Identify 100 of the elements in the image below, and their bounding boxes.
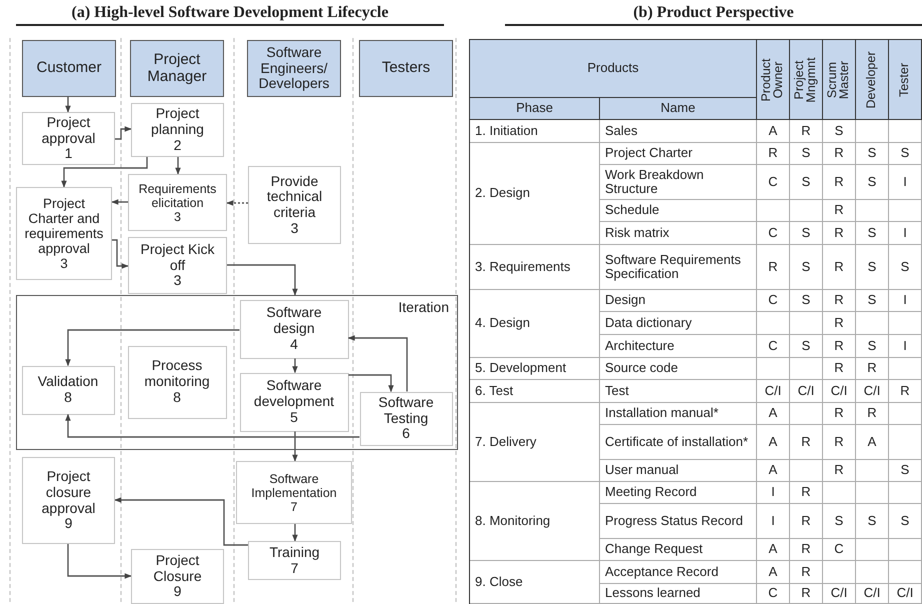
column-header: Product Owner xyxy=(758,57,786,104)
panel-title: (b) Product Perspective xyxy=(505,4,922,26)
raci-code: R xyxy=(823,425,856,460)
raci-code: A xyxy=(757,120,790,143)
process-box xyxy=(22,366,114,414)
process-box xyxy=(360,392,452,446)
raci-code: I xyxy=(889,335,922,358)
arrow xyxy=(114,497,248,546)
raci-code: C/I xyxy=(823,380,856,403)
raci-code: C/I xyxy=(889,584,922,604)
box-label: Requirements elicitation xyxy=(138,182,217,210)
column-header: Name xyxy=(600,98,757,120)
raci-code: S xyxy=(889,504,922,539)
step-number: 9 xyxy=(64,516,72,532)
raci-code: R xyxy=(823,165,856,200)
product-name: Acceptance Record xyxy=(600,561,757,584)
box-label: Testers xyxy=(382,60,430,77)
raci-code: R xyxy=(889,380,922,403)
process-box xyxy=(131,549,224,604)
process-box xyxy=(240,300,348,358)
arrow xyxy=(348,374,394,392)
box-label: Software Implementation xyxy=(250,472,338,500)
box-label: Project approval xyxy=(40,114,96,146)
raci-code: S xyxy=(823,504,856,539)
raci-code: S xyxy=(889,245,922,290)
raci-code: C xyxy=(757,165,790,200)
phase-label: 5. Development xyxy=(470,358,600,380)
process-box xyxy=(22,457,115,544)
raci-code: R xyxy=(823,358,856,380)
column-header: Scrum Master xyxy=(824,60,852,102)
raci-code: R xyxy=(823,460,856,482)
dashed-arrow xyxy=(226,200,248,206)
raci-code: S xyxy=(889,460,922,482)
box-label: Software development xyxy=(252,378,336,410)
box-label: Software Engineers/ Developers xyxy=(258,44,330,92)
product-name: Test xyxy=(600,380,757,403)
box-label: Project Charter and requirements approval xyxy=(24,196,104,256)
box-label: Project Kick off xyxy=(140,242,216,274)
raci-code: A xyxy=(757,539,790,561)
product-name: Work Breakdown Structure xyxy=(600,165,757,200)
raci-code: C/I xyxy=(823,584,856,604)
raci-code: I xyxy=(889,222,922,245)
raci-code: R xyxy=(790,425,823,460)
raci-code: C/I xyxy=(856,584,889,604)
product-name: Architecture xyxy=(600,335,757,358)
arrow xyxy=(61,157,148,188)
arrow xyxy=(65,329,240,366)
process-box xyxy=(240,372,348,432)
step-number: 3 xyxy=(174,273,182,289)
box-label: Provide technical criteria xyxy=(266,174,324,221)
step-number: 4 xyxy=(290,336,298,352)
box-label: Project Closure xyxy=(152,552,203,584)
raci-code: I xyxy=(757,504,790,539)
raci-code: S xyxy=(856,143,889,165)
phase-label: 8. Monitoring xyxy=(470,482,600,561)
step-number: 3 xyxy=(174,210,181,224)
raci-code: S xyxy=(790,143,823,165)
raci-code: C xyxy=(757,335,790,358)
raci-code: R xyxy=(790,539,823,561)
step-number: 7 xyxy=(290,500,298,514)
arrow xyxy=(227,264,298,296)
raci-code: I xyxy=(757,482,790,504)
raci-code: S xyxy=(856,222,889,245)
step-number: 1 xyxy=(64,146,72,162)
arrow xyxy=(292,358,298,374)
product-name: Schedule xyxy=(600,200,757,222)
step-number: 8 xyxy=(64,390,72,406)
product-name: Change Request xyxy=(600,539,757,561)
process-box xyxy=(128,237,227,294)
box-label: Validation xyxy=(38,374,98,390)
column-header: Tester xyxy=(896,62,912,100)
frame-label: Iteration xyxy=(398,300,449,316)
phase-label: 1. Initiation xyxy=(470,120,600,143)
raci-code: S xyxy=(790,335,823,358)
raci-code: A xyxy=(757,561,790,584)
raci-code: A xyxy=(757,403,790,425)
raci-code: C xyxy=(757,222,790,245)
product-name: Data dictionary xyxy=(600,312,757,335)
box-label: Software design xyxy=(265,305,323,337)
arrow xyxy=(112,239,129,269)
raci-code: S xyxy=(856,290,889,312)
process-box xyxy=(128,346,226,418)
box-label: Project Manager xyxy=(146,52,208,86)
step-number: 3 xyxy=(60,256,68,272)
raci-code: I xyxy=(889,165,922,200)
arrow xyxy=(67,544,132,579)
raci-code: S xyxy=(790,290,823,312)
raci-code: S xyxy=(856,504,889,539)
phase-label: 6. Test xyxy=(470,380,600,403)
product-name: Sales xyxy=(600,120,757,143)
raci-code: R xyxy=(790,482,823,504)
raci-code: R xyxy=(790,561,823,584)
step-number: 5 xyxy=(290,410,298,426)
raci-code: R xyxy=(823,403,856,425)
raci-code: S xyxy=(790,245,823,290)
product-name: Meeting Record xyxy=(600,482,757,504)
raci-code: C/I xyxy=(757,380,790,403)
phase-label: 9. Close xyxy=(470,561,600,604)
raci-code: S xyxy=(856,335,889,358)
raci-code: A xyxy=(856,425,889,460)
